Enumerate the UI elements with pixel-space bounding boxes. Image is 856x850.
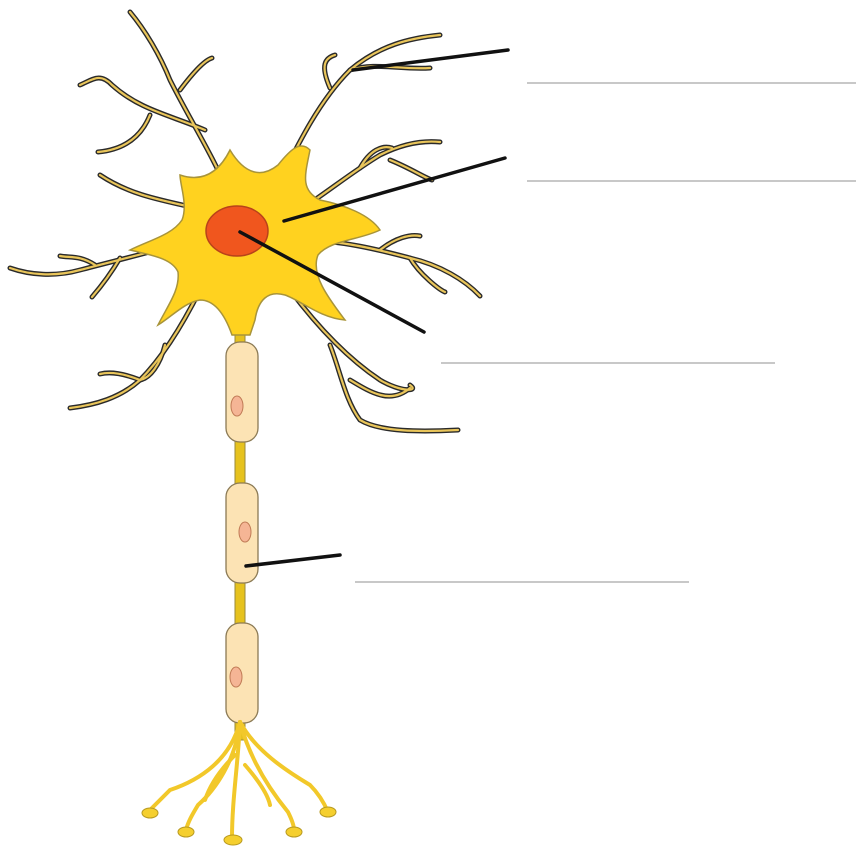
answer-lines [355, 83, 856, 582]
leader-lines [240, 50, 508, 566]
myelin-sheath [226, 342, 258, 723]
myelin-segment [226, 342, 258, 442]
nucleus [206, 206, 268, 256]
axon-terminals [148, 722, 328, 838]
schwann-cell-nucleus [239, 522, 251, 542]
leader-line-myelin [246, 555, 340, 566]
schwann-cell-nucleus [230, 667, 242, 687]
synaptic-knobs [142, 807, 336, 845]
leader-line-cell-body [284, 158, 505, 221]
schwann-cell-nucleus [231, 396, 243, 416]
